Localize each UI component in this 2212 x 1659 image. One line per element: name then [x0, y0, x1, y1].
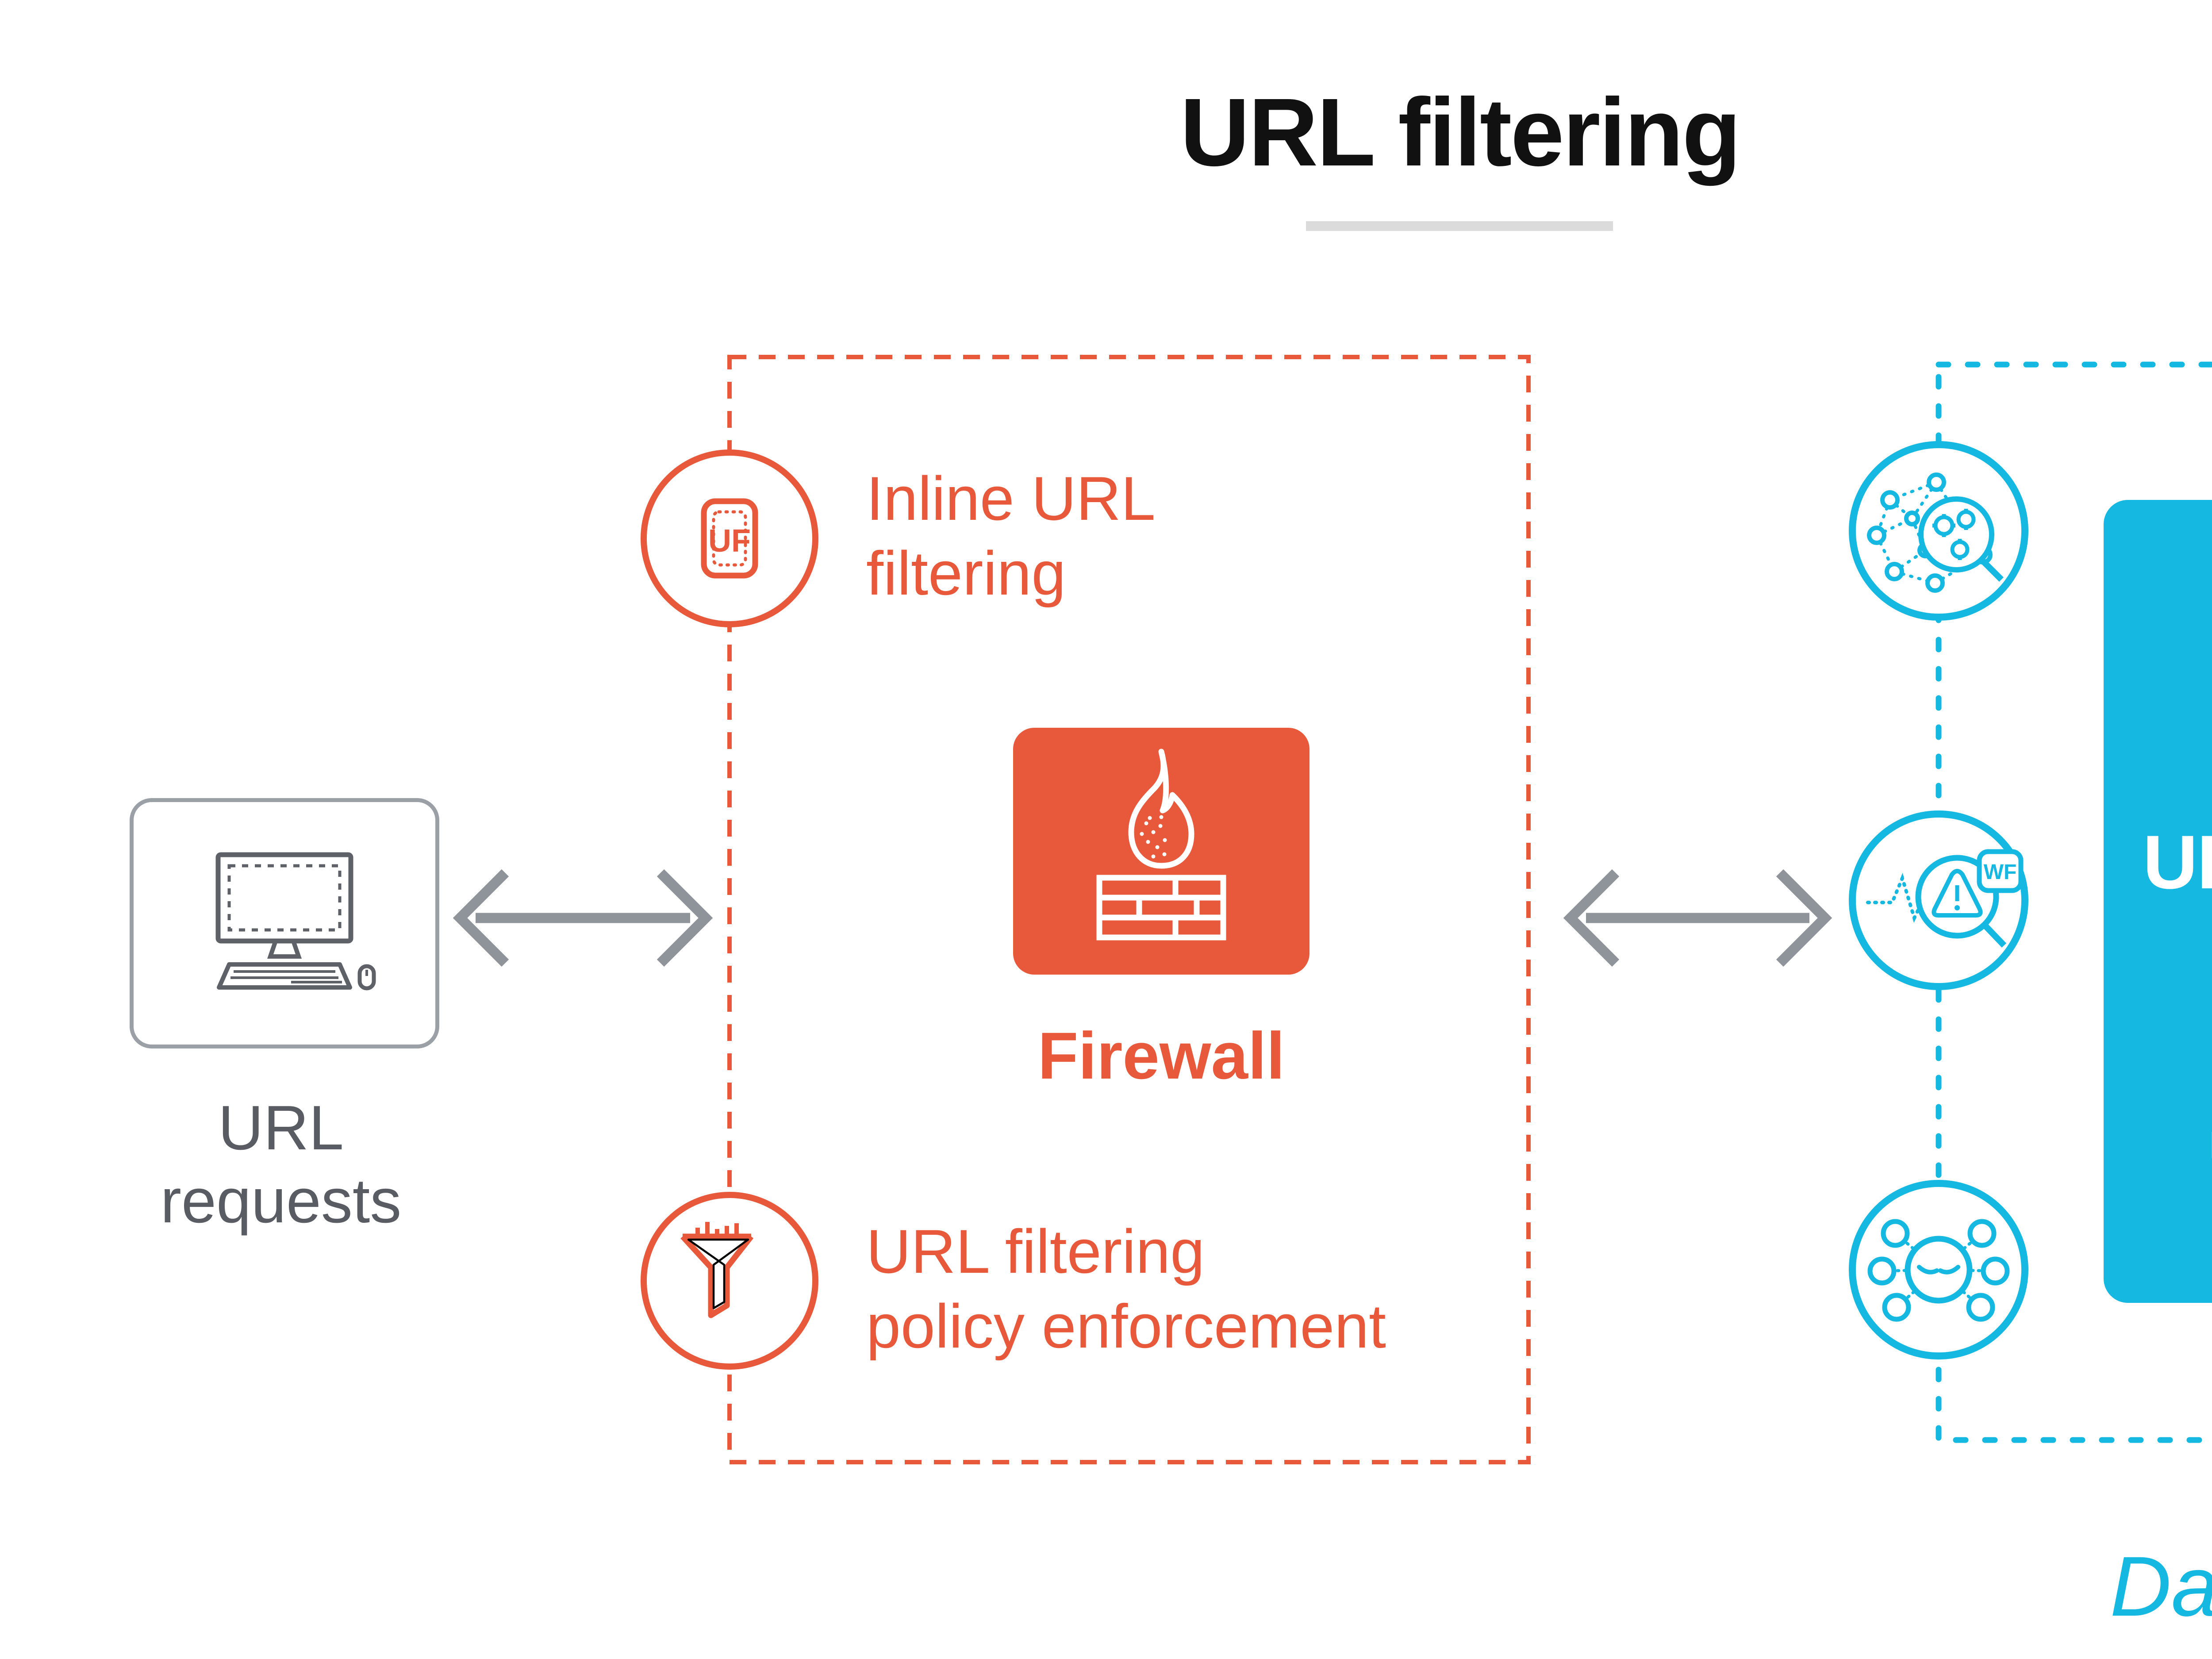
firewall-dashed-zone — [727, 355, 1531, 1464]
shield-url-filtering-icon — [2210, 948, 2212, 1103]
uf-badge-label: UF — [708, 523, 751, 559]
data-sources-caption: Data sources — [2110, 1539, 2212, 1634]
url-filtering-core-box: URL/IP DB URL filtering — [2104, 500, 2212, 1303]
shield-url-filtering-label: URL filtering — [2208, 1118, 2212, 1185]
funnel-filter-icon — [641, 1192, 818, 1370]
right-double-arrow — [1563, 869, 1832, 967]
url-requests-label: URL requests — [80, 1092, 482, 1237]
core-url-filtering-title: URL filtering — [2143, 820, 2212, 905]
url-requests-line2: requests — [160, 1165, 402, 1236]
inline-url-filtering-line2: filtering — [866, 538, 1066, 608]
threat-network-analysis-icon — [1849, 441, 2028, 621]
inline-url-filtering-line1: Inline URL — [866, 464, 1156, 533]
url-requests-line1: URL — [218, 1093, 344, 1163]
page-title: URL filtering — [1180, 79, 1741, 186]
wildfire-analysis-icon: WF — [1849, 810, 2028, 990]
firewall-tile — [1013, 728, 1310, 975]
botnet-detection-icon — [1849, 1180, 2028, 1359]
policy-enforcement-line1: URL filtering — [866, 1217, 1205, 1286]
policy-enforcement-line2: policy enforcement — [866, 1291, 1386, 1361]
left-double-arrow — [453, 869, 713, 967]
desktop-computer-icon — [215, 852, 376, 991]
firewall-flame-brick-icon — [1096, 749, 1226, 941]
url-requests-box — [130, 798, 439, 1048]
title-underline — [1306, 221, 1613, 231]
policy-enforcement-label: URL filtering policy enforcement — [866, 1214, 1386, 1364]
wf-badge-label: WF — [1984, 860, 2017, 884]
uf-badge-icon: UF — [641, 449, 818, 627]
firewall-label: Firewall — [1037, 1018, 1285, 1093]
inline-url-filtering-label: Inline URL filtering — [866, 461, 1156, 611]
